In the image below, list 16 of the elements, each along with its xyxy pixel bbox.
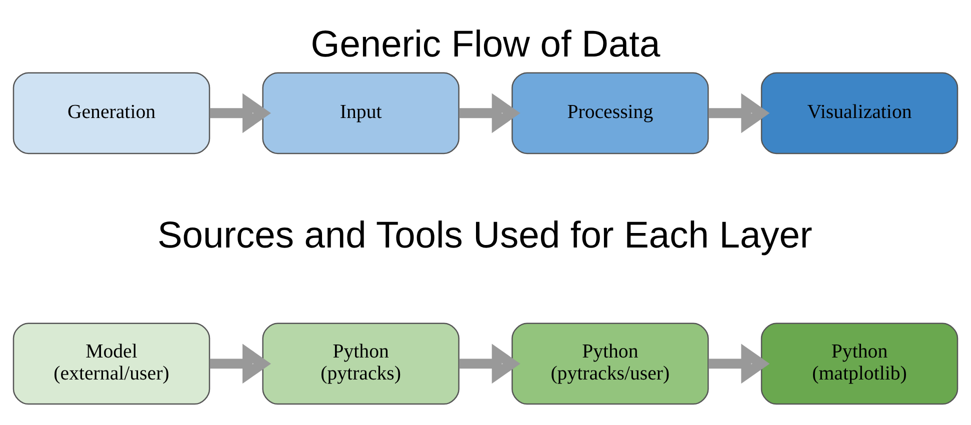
diagram-title: Generic Flow of Data: [310, 22, 660, 64]
arrow: [459, 92, 520, 133]
arrow: [210, 343, 271, 384]
arrow: [708, 92, 770, 133]
node-box: Python (pytracks/user): [512, 322, 709, 404]
arrow: [210, 92, 271, 133]
node-box: Visualization: [760, 72, 958, 154]
node-box: Processing: [512, 72, 709, 154]
arrow: [459, 343, 520, 384]
node-box: Python (pytracks): [262, 322, 460, 404]
node-box: Python (matplotlib): [760, 322, 958, 404]
node-box: Model (external/user): [12, 322, 210, 404]
arrow: [708, 343, 770, 384]
node-box: Generation: [12, 72, 210, 154]
node-box: Input: [262, 72, 460, 154]
label: Sources and Tools Used for Each Layer: [157, 213, 812, 256]
